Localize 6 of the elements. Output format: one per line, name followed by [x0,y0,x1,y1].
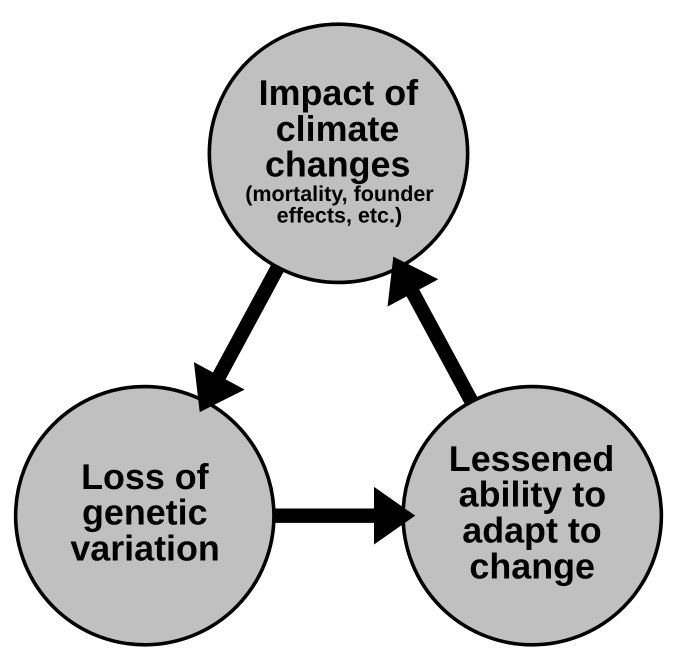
arrow [388,256,478,404]
arrow [274,486,416,544]
node-circle: Lessened ability to adapt to change [401,384,664,646]
node-circle: Impact of climate changes (mortality, founder effects, etc.) [208,22,470,284]
node-circle: Loss of genetic variation [14,384,276,646]
arrow [194,264,284,412]
